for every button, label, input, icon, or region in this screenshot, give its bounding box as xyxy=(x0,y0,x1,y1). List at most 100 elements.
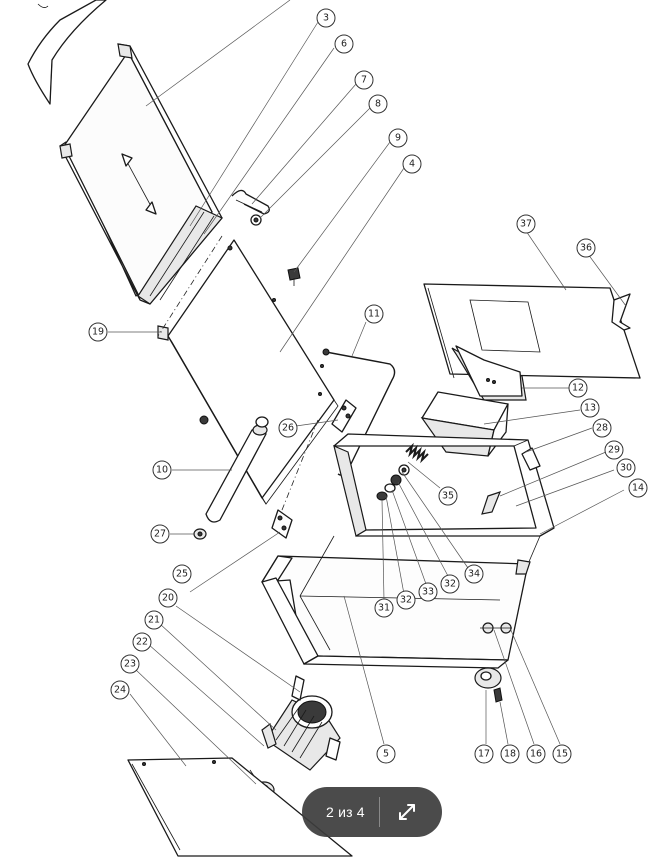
leader-lines xyxy=(108,0,627,785)
svg-text:12: 12 xyxy=(572,383,584,394)
electric-motor-part xyxy=(261,675,341,771)
svg-text:4: 4 xyxy=(409,159,415,170)
callout-17: 17 xyxy=(474,744,494,764)
svg-text:32: 32 xyxy=(444,579,456,590)
callout-20: 20 xyxy=(158,588,178,608)
callout-8: 8 xyxy=(368,94,388,114)
svg-text:7: 7 xyxy=(361,75,367,86)
callout-27: 27 xyxy=(150,524,170,544)
svg-text:28: 28 xyxy=(596,423,608,434)
svg-text:5: 5 xyxy=(383,749,389,760)
svg-text:27: 27 xyxy=(154,529,166,540)
bolt-part xyxy=(287,267,301,286)
svg-text:16: 16 xyxy=(530,749,542,760)
callout-22: 22 xyxy=(132,632,152,652)
spring-part xyxy=(405,442,429,464)
callout-36: 36 xyxy=(576,238,596,258)
roller-shaft-part xyxy=(205,416,269,523)
callout-34: 34 xyxy=(464,564,484,584)
callout-29: 29 xyxy=(604,440,624,460)
end-cap-part xyxy=(193,528,207,540)
bracket-part xyxy=(331,399,357,433)
svg-text:24: 24 xyxy=(114,685,126,696)
svg-text:31: 31 xyxy=(378,603,390,614)
callout-33: 33 xyxy=(418,582,438,602)
lower-frame-part xyxy=(261,535,541,669)
callout-37: 37 xyxy=(516,214,536,234)
display-plate-part xyxy=(451,345,527,401)
callout-12: 12 xyxy=(568,378,588,398)
callout-28: 28 xyxy=(592,418,612,438)
svg-text:15: 15 xyxy=(556,749,568,760)
callout-15: 15 xyxy=(552,744,572,764)
callout-23: 23 xyxy=(120,654,140,674)
svg-text:22: 22 xyxy=(136,637,148,648)
callout-14: 14 xyxy=(628,478,648,498)
svg-text:32: 32 xyxy=(400,595,412,606)
svg-text:3: 3 xyxy=(323,13,329,24)
svg-text:33: 33 xyxy=(422,587,434,598)
svg-text:20: 20 xyxy=(162,593,174,604)
callout-7: 7 xyxy=(354,70,374,90)
svg-text:11: 11 xyxy=(368,309,380,320)
callout-25: 25 xyxy=(172,564,192,584)
page-counter: 2 из 4 xyxy=(326,804,365,820)
svg-text:13: 13 xyxy=(584,403,596,414)
side-panel-part xyxy=(423,283,641,379)
callout-3: 3 xyxy=(316,8,336,28)
callout-26: 26 xyxy=(278,418,298,438)
callout-30: 30 xyxy=(616,458,636,478)
callout-10: 10 xyxy=(152,460,172,480)
bracket-part xyxy=(271,509,293,539)
screw-part xyxy=(199,415,209,425)
svg-text:19: 19 xyxy=(92,327,104,338)
callout-9: 9 xyxy=(388,128,408,148)
washer-part xyxy=(250,214,262,226)
svg-text:26: 26 xyxy=(282,423,294,434)
expand-diagonal-icon xyxy=(398,804,415,820)
callout-31: 31 xyxy=(374,598,394,618)
pager-divider xyxy=(378,797,380,827)
svg-text:8: 8 xyxy=(375,99,381,110)
image-viewer-pager: 2 из 4 xyxy=(302,787,442,837)
svg-text:17: 17 xyxy=(478,749,490,760)
callout-6: 6 xyxy=(334,34,354,54)
svg-text:30: 30 xyxy=(620,463,632,474)
callout-24: 24 xyxy=(110,680,130,700)
washer-stack-part xyxy=(376,464,410,501)
callout-11: 11 xyxy=(364,304,384,324)
svg-text:9: 9 xyxy=(395,133,401,144)
svg-text:18: 18 xyxy=(504,749,516,760)
svg-text:37: 37 xyxy=(520,219,532,230)
svg-text:34: 34 xyxy=(468,569,480,580)
callout-13: 13 xyxy=(580,398,600,418)
svg-text:25: 25 xyxy=(176,569,188,580)
top-tray-part xyxy=(59,43,223,305)
callout-5: 5 xyxy=(376,744,396,764)
svg-text:36: 36 xyxy=(580,243,592,254)
callout-18: 18 xyxy=(500,744,520,764)
svg-text:23: 23 xyxy=(124,659,136,670)
bottom-panel-part xyxy=(127,757,353,857)
callout-35: 35 xyxy=(438,486,458,506)
svg-text:6: 6 xyxy=(341,39,347,50)
callout-16: 16 xyxy=(526,744,546,764)
svg-text:35: 35 xyxy=(442,491,454,502)
svg-text:29: 29 xyxy=(608,445,620,456)
svg-text:10: 10 xyxy=(156,465,168,476)
upper-frame-part xyxy=(333,433,555,537)
callout-32: 32 xyxy=(440,574,460,594)
callout-32: 32 xyxy=(396,590,416,610)
callout-21: 21 xyxy=(144,610,164,630)
knob-part xyxy=(474,667,503,703)
fullscreen-button[interactable] xyxy=(384,789,430,835)
handle-clip-part xyxy=(611,293,631,331)
hook-clip-part xyxy=(231,189,270,215)
svg-text:14: 14 xyxy=(632,483,644,494)
curved-cover-part xyxy=(27,0,107,105)
svg-text:21: 21 xyxy=(148,615,160,626)
callout-19: 19 xyxy=(88,322,108,342)
callout-4: 4 xyxy=(402,154,422,174)
foot-part xyxy=(480,622,512,634)
